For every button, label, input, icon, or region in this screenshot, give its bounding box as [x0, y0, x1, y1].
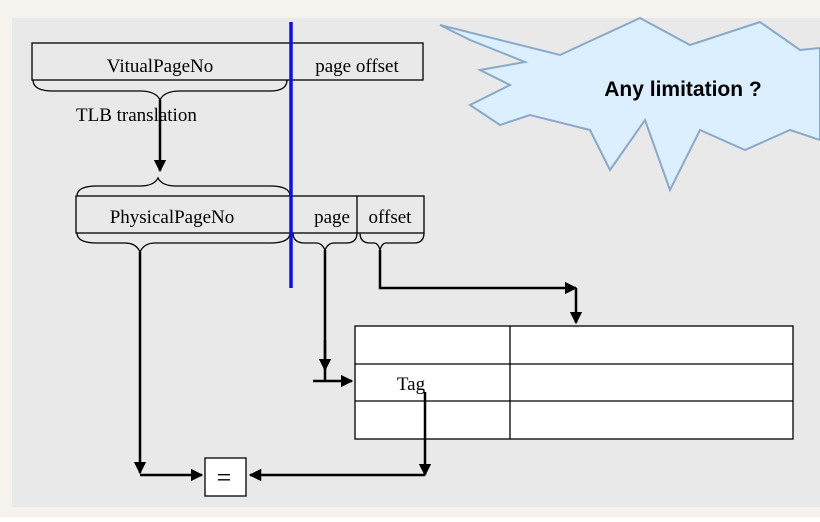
page-label: page: [314, 207, 350, 228]
cache-table: [354, 325, 794, 440]
tag-label: Tag: [397, 374, 426, 395]
page-offset-label: page offset: [315, 56, 399, 77]
comparator-symbol: =: [217, 463, 232, 492]
offset-label: offset: [369, 207, 413, 228]
physical-page-brace: [76, 176, 291, 197]
comparator-box: [204, 457, 247, 497]
physical-page-no-label: PhysicalPageNo: [110, 207, 235, 228]
virtual-address-box: [31, 42, 424, 81]
physical-address-box: [75, 195, 425, 234]
tlb-translation-label: TLB translation: [76, 105, 197, 126]
offset-index-arrow: [378, 250, 578, 295]
callout-star: [439, 16, 820, 193]
virtual-page-no-label: VitualPageNo: [107, 56, 214, 77]
callout-text: Any limitation ?: [604, 78, 762, 101]
